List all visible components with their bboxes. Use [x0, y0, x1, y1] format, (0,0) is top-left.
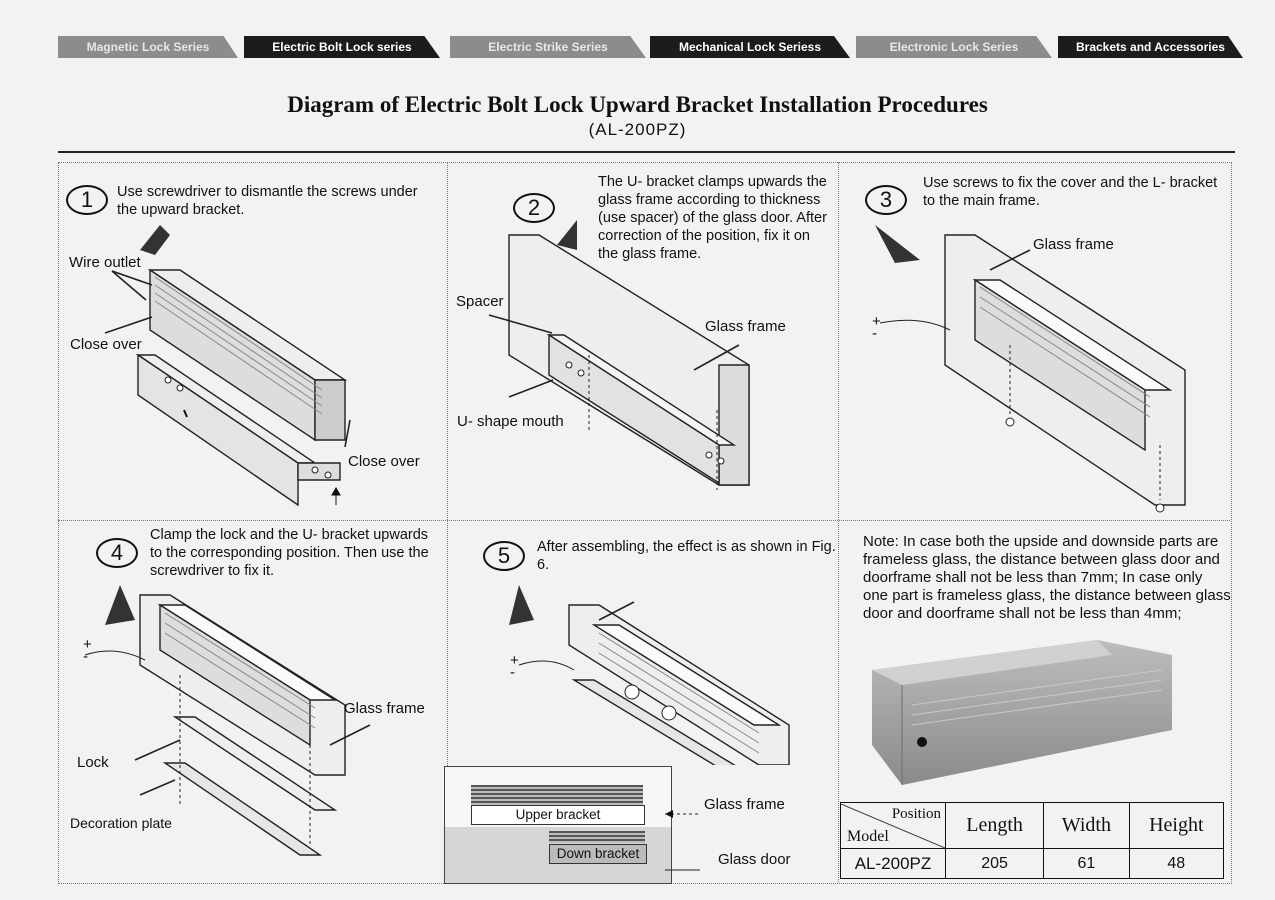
- wire-outlet-label: Wire outlet: [69, 254, 141, 271]
- table-row: AL-200PZ 205 61 48: [840, 848, 1225, 879]
- glass-frame-label: Glass frame: [705, 318, 786, 335]
- model-cell: AL-200PZ: [840, 848, 946, 879]
- step-1-text: Use screwdriver to dismantle the screws …: [117, 184, 418, 218]
- step-5-text: After assembling, the effect is as shown…: [537, 539, 836, 573]
- positive-wire-label: +: [872, 313, 881, 330]
- grid-divider: [58, 520, 1230, 521]
- tab-electric-bolt-lock[interactable]: Electric Bolt Lock series: [244, 36, 440, 58]
- glass-door-label: Glass door: [718, 851, 791, 868]
- step-5-number: 5: [483, 541, 525, 571]
- tab-mechanical-lock[interactable]: Mechanical Lock Seriess: [650, 36, 850, 58]
- step-3-text: Use screws to fix the cover and the L- b…: [923, 175, 1218, 209]
- down-bracket-label: Down bracket: [549, 844, 647, 864]
- upper-bracket-bar: [471, 785, 643, 805]
- installation-note: Note: In case both the upside and downsi…: [863, 533, 1231, 622]
- tab-electric-strike[interactable]: Electric Strike Series: [450, 36, 646, 58]
- height-cell: 48: [1128, 848, 1225, 879]
- step-4-number: 4: [96, 538, 138, 568]
- step-4-text: Clamp the lock and the U- bracket upward…: [150, 527, 429, 579]
- step-5-illustration: [509, 585, 790, 765]
- step-1-number: 1: [66, 185, 108, 215]
- negative-wire-label: -: [872, 325, 877, 342]
- step-2-text: The U- bracket clamps upwards the glass …: [598, 174, 827, 262]
- width-cell: 61: [1043, 848, 1130, 879]
- table-corner-header: Position Model: [840, 802, 946, 849]
- series-tab-bar: Magnetic Lock Series Electric Bolt Lock …: [58, 36, 1243, 58]
- tab-electronic-lock[interactable]: Electronic Lock Series: [856, 36, 1052, 58]
- negative-wire-label: -: [510, 664, 515, 681]
- step-2-number: 2: [513, 193, 555, 223]
- title-rule: [58, 151, 1235, 153]
- glass-frame-label: Glass frame: [1033, 236, 1114, 253]
- negative-wire-label: -: [83, 648, 88, 665]
- step-2-illustration: [488, 220, 750, 490]
- tab-brackets-accessories[interactable]: Brackets and Accessories: [1058, 36, 1243, 58]
- down-bracket-bar: [549, 831, 645, 843]
- close-over-label: Close over: [70, 336, 142, 353]
- model-subtitle: (AL-200PZ): [588, 120, 687, 139]
- close-over-label: Close over: [348, 453, 420, 470]
- grid-divider: [447, 162, 448, 882]
- upper-bracket-label: Upper bracket: [471, 805, 645, 825]
- fig-6-inset: Upper bracket Down bracket: [444, 766, 672, 884]
- positive-wire-label: +: [510, 652, 519, 669]
- lock-label: Lock: [77, 754, 109, 771]
- step-3-number: 3: [865, 185, 907, 215]
- positive-wire-label: +: [83, 636, 92, 653]
- step-1-illustration: [104, 225, 351, 507]
- decoration-plate-label: Decoration plate: [70, 815, 172, 831]
- glass-frame-label: Glass frame: [704, 796, 785, 813]
- grid-divider: [838, 162, 839, 882]
- fig-6-arrows: [665, 810, 700, 871]
- length-cell: 205: [944, 848, 1045, 879]
- step-4-illustration: [84, 585, 371, 856]
- position-header: Position: [891, 805, 941, 822]
- step-3-illustration: [875, 225, 1186, 513]
- glass-frame-label: Glass frame: [344, 700, 425, 717]
- height-header: Height: [1128, 802, 1225, 849]
- product-photo: [872, 640, 1172, 785]
- spec-table: Position Model Length Width Height AL-20…: [840, 802, 1225, 879]
- u-shape-mouth-label: U- shape mouth: [457, 413, 564, 430]
- tab-magnetic-lock[interactable]: Magnetic Lock Series: [58, 36, 238, 58]
- length-header: Length: [944, 802, 1045, 849]
- page-title: Diagram of Electric Bolt Lock Upward Bra…: [287, 92, 988, 117]
- model-header: Model: [847, 827, 889, 845]
- spacer-label: Spacer: [456, 293, 504, 310]
- width-header: Width: [1043, 802, 1130, 849]
